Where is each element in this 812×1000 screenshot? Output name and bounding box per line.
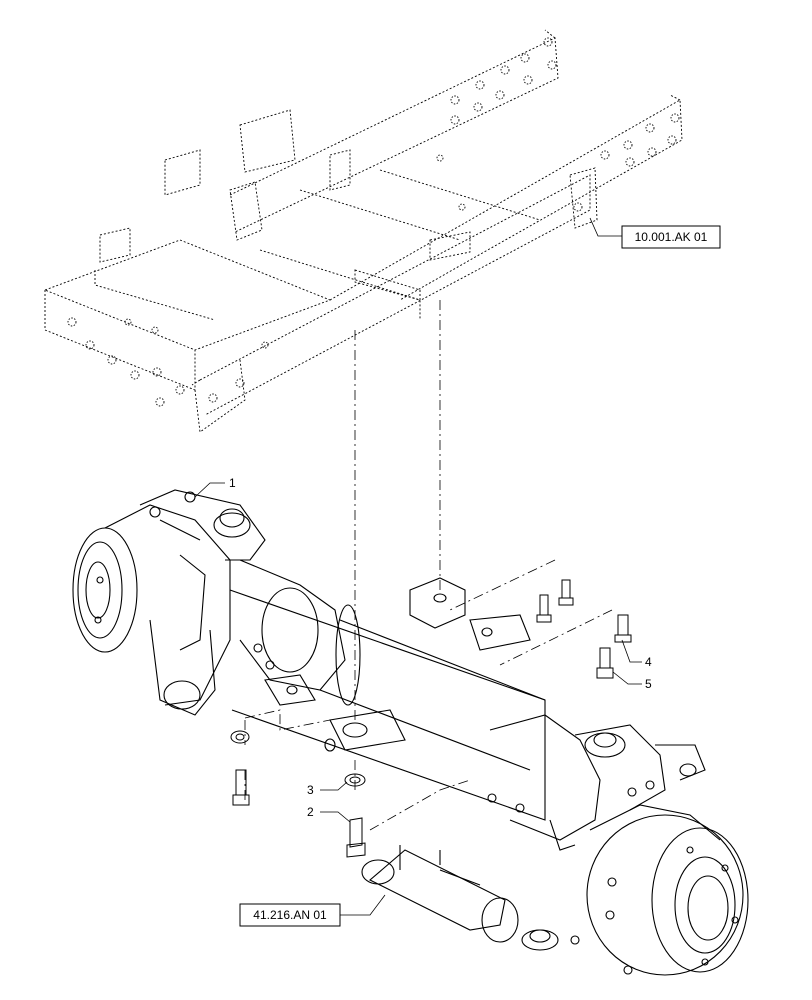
callouts: 1 2 3 4 5 (229, 476, 652, 819)
callout-3: 3 (307, 783, 314, 797)
callout-4: 4 (645, 655, 652, 669)
alignment-lines (244, 300, 613, 831)
callout-5: 5 (645, 677, 652, 691)
reference-frame-text: 10.001.AK 01 (635, 230, 708, 244)
fasteners (230, 579, 632, 858)
frame-holes (67, 37, 680, 407)
leader-lines (194, 217, 642, 916)
bolt-item-5 (599, 647, 611, 669)
bolt-item-2 (349, 817, 363, 848)
reference-cylinder-text: 41.216.AN 01 (253, 908, 327, 922)
reference-cylinder-box: 41.216.AN 01 (239, 903, 341, 927)
bolt-item-4 (617, 614, 629, 636)
callout-1: 1 (229, 476, 236, 490)
washer-item-3 (344, 773, 366, 787)
steering-cylinder (361, 845, 559, 951)
reference-frame-box: 10.001.AK 01 (621, 225, 721, 249)
chassis-frame (44, 29, 683, 433)
front-axle-assembly (72, 489, 749, 976)
callout-2: 2 (307, 805, 314, 819)
